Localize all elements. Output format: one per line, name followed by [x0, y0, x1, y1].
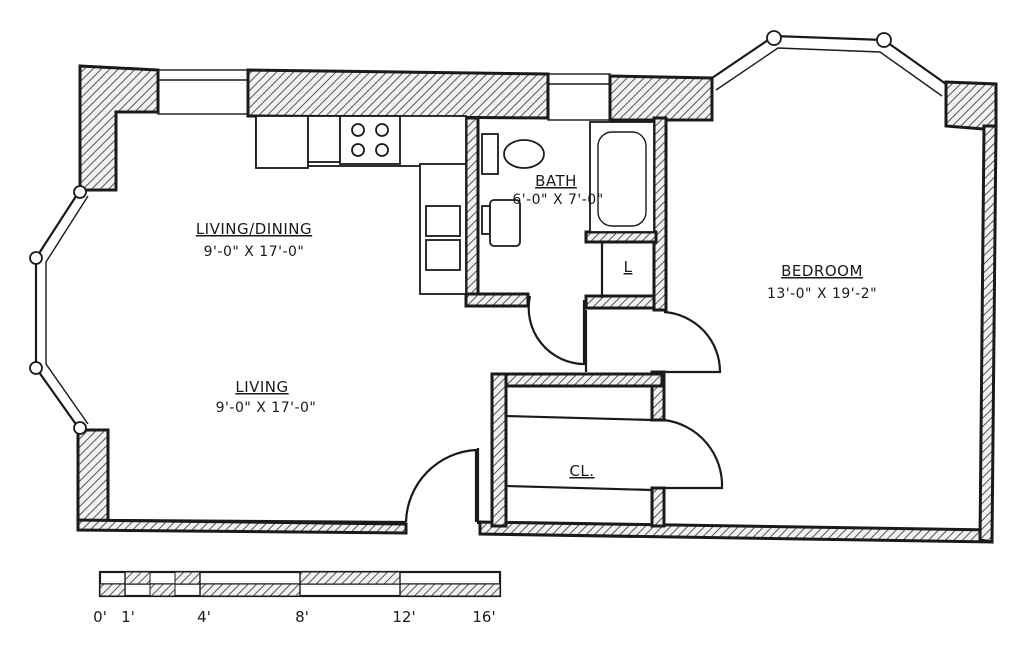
window-top-bath — [547, 73, 611, 121]
toilet-bowl — [489, 199, 521, 247]
room-dims-living-dining: 9'-0" X 17'-0" — [204, 244, 305, 260]
bath-vanity — [481, 133, 499, 175]
scale-label-0: 0' — [93, 608, 107, 626]
bath-sink — [503, 139, 545, 169]
wall-closet-left — [490, 372, 508, 528]
room-name-living-dining: LIVING/DINING — [196, 220, 312, 238]
scale-label-12: 12' — [392, 608, 415, 626]
exterior-walls — [76, 64, 998, 544]
stove-burner-icon — [375, 143, 389, 157]
room-name-closet: CL. — [569, 462, 594, 480]
wall-bath-bottom-left — [464, 292, 530, 308]
wall-closet-top — [490, 372, 664, 388]
interior-walls — [106, 112, 668, 528]
wall-closet-right-lower — [650, 486, 666, 528]
stove-burner-icon — [351, 123, 365, 137]
wall-bath-bottom-right — [584, 294, 666, 310]
bath-fixtures — [481, 121, 655, 247]
scale-bar: 0' 1' 4' 8' 12' 16' — [93, 570, 502, 626]
wall-bottom-left — [76, 518, 408, 535]
wall-bath-left — [464, 116, 480, 298]
kitchen-sink-lower — [425, 239, 461, 271]
door-living-entry — [404, 448, 478, 523]
scale-label-16: 16' — [472, 608, 495, 626]
bay-window-left — [34, 189, 81, 431]
doors — [404, 295, 724, 523]
room-dims-living: 9'-0" X 17'-0" — [216, 400, 317, 416]
room-dims-bedroom: 13'-0" X 19'-2" — [767, 286, 877, 302]
stove-burner-icon — [375, 123, 389, 137]
kitchen-stove — [339, 115, 401, 165]
room-name-linen: L — [624, 258, 633, 276]
windows — [29, 30, 947, 435]
room-name-bedroom: BEDROOM — [781, 262, 863, 280]
scale-label-4: 4' — [197, 608, 211, 626]
kitchen-sink-upper — [425, 205, 461, 237]
wall-bottom-right — [478, 520, 994, 544]
wall-top-center — [246, 68, 550, 120]
door-bath — [527, 295, 586, 366]
wall-top-left-corner — [78, 64, 160, 192]
bay-window-bedroom — [711, 34, 947, 85]
room-name-living: LIVING — [235, 378, 288, 396]
room-name-bath: BATH — [535, 172, 577, 190]
wall-top-right — [608, 74, 714, 122]
scale-label-8: 8' — [295, 608, 309, 626]
door-bedroom — [663, 310, 722, 374]
wall-linen-top — [584, 230, 658, 244]
wall-right — [978, 124, 998, 544]
stove-burner-icon — [351, 143, 365, 157]
room-dims-bath: 6'-0" X 7'-0" — [512, 192, 603, 208]
scale-label-1: 1' — [121, 608, 135, 626]
bathtub — [589, 121, 655, 233]
kitchen — [255, 115, 467, 295]
toilet-tank — [481, 205, 491, 235]
wall-bedroom-top-right — [944, 80, 998, 132]
room-labels: LIVING/DINING 9'-0" X 17'-0" LIVING 9'-0… — [196, 172, 877, 480]
kitchen-sink-area — [307, 115, 341, 163]
window-top-left — [157, 69, 249, 115]
door-closet — [663, 418, 724, 490]
kitchen-fridge — [255, 115, 309, 169]
wall-bedroom-left-upper — [652, 116, 668, 312]
wall-left-bottom-corner — [76, 428, 110, 524]
